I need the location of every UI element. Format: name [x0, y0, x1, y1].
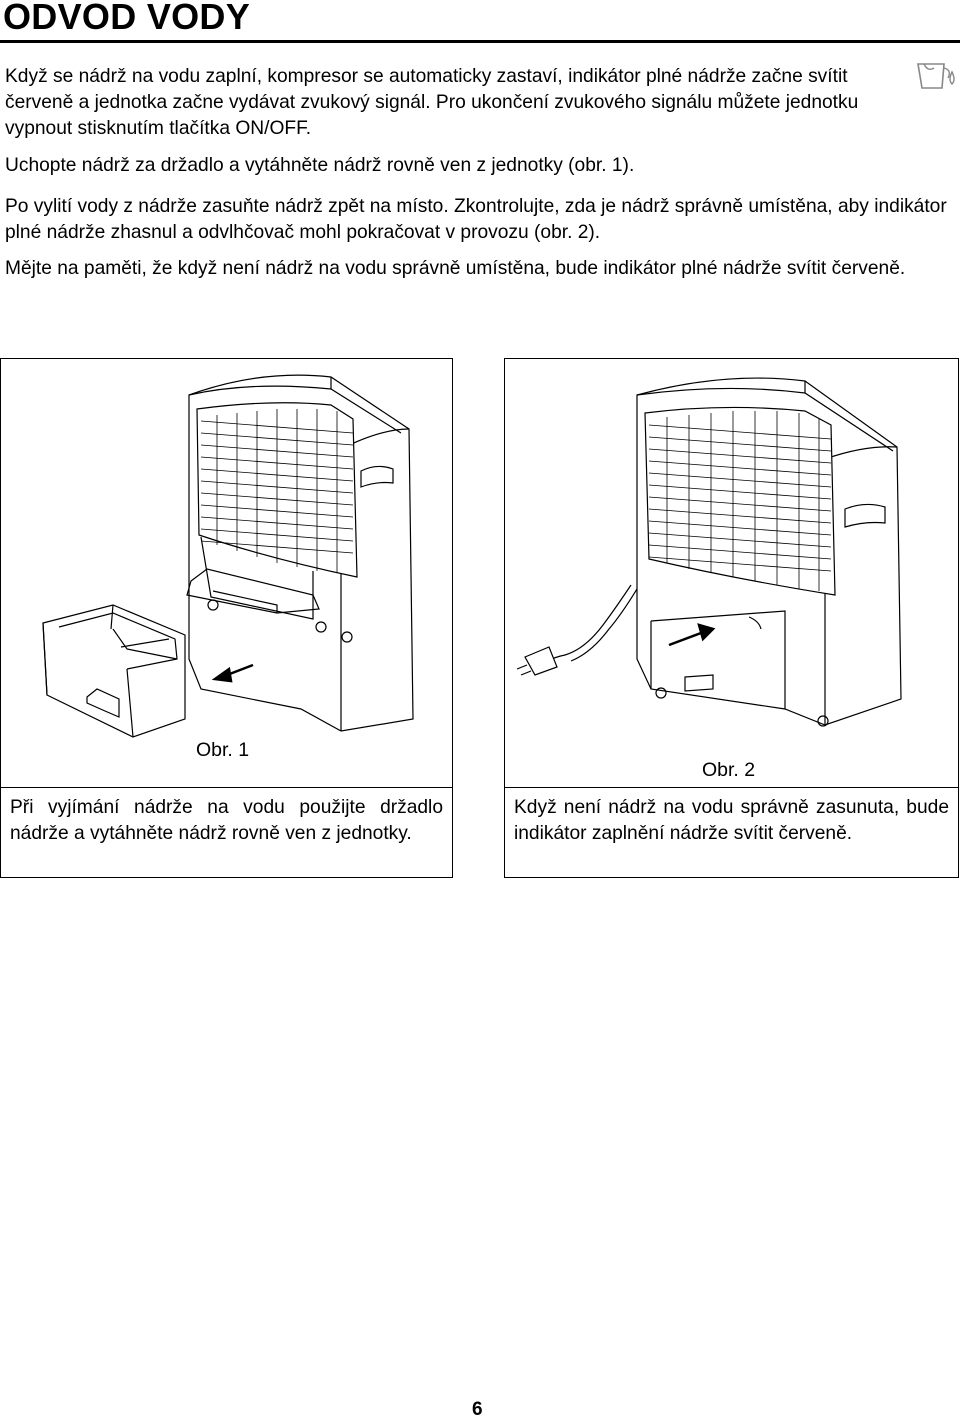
paragraph-indicator-note: Mějte na paměti, že když není nádrž na v… — [5, 258, 906, 279]
paragraph-remove-tank: Uchopte nádrž za držadlo a vytáhněte nád… — [5, 155, 635, 176]
figure-2-caption: Když není nádrž na vodu správně zasunuta… — [514, 797, 949, 844]
paragraph-reinsert-tank: Po vylití vody z nádrže zasuňte nádrž zp… — [5, 196, 947, 243]
paragraph-tank-full: Když se nádrž na vodu zaplní, kompresor … — [5, 66, 859, 139]
water-tank-full-icon — [917, 63, 955, 89]
dehumidifier-tank-inserted-illustration — [516, 377, 902, 727]
figure-1-caption: Při vyjímání nádrže na vodu použijte drž… — [10, 797, 443, 844]
dehumidifier-tank-removed-illustration — [42, 374, 414, 738]
page-title: ODVOD VODY — [3, 0, 251, 37]
figure-1-divider — [1, 787, 452, 788]
figure-1: Obr. 1 Při vyjímání nádrže na vodu použi… — [0, 358, 453, 878]
figure-2-label: Obr. 2 — [702, 759, 756, 781]
figure-1-label: Obr. 1 — [196, 739, 250, 761]
figure-2-divider — [505, 787, 958, 788]
title-rule — [0, 40, 960, 43]
page-number: 6 — [472, 1399, 483, 1420]
figure-2: Obr. 2 Když není nádrž na vodu správně z… — [504, 358, 959, 878]
